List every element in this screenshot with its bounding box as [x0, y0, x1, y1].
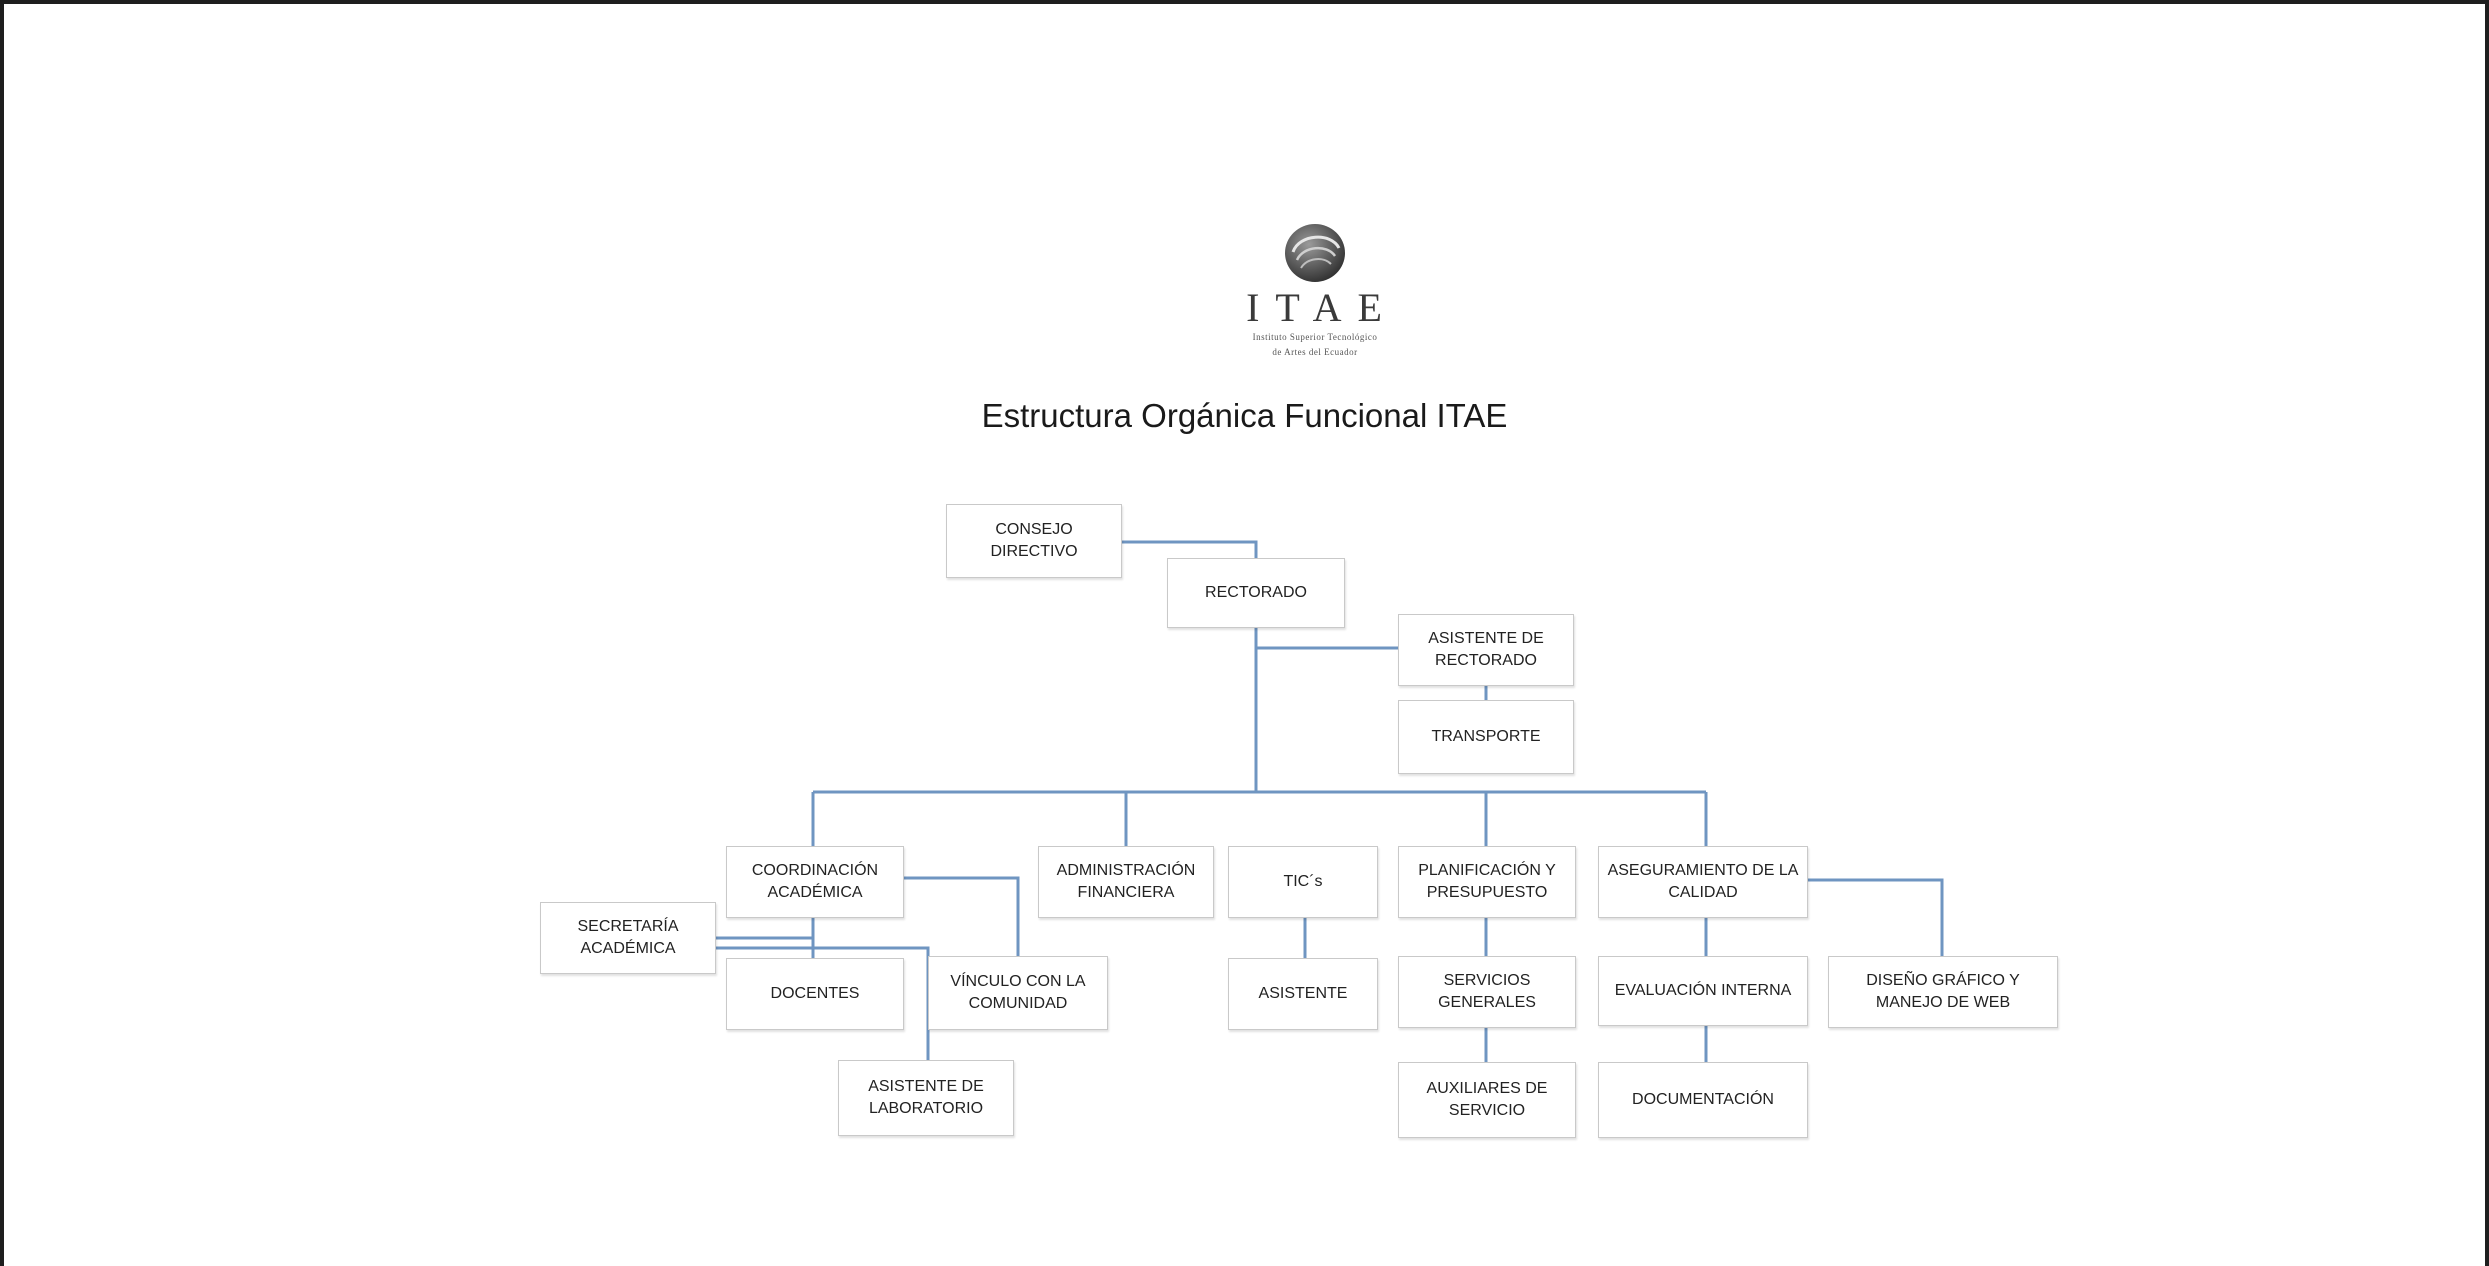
box-label: VÍNCULO CON LA COMUNIDAD	[950, 973, 1086, 1012]
connector-consejo-rectorado	[1122, 540, 1258, 558]
box-tics: TIC´s	[1228, 846, 1378, 918]
connector-aseguramiento-diseno	[1808, 878, 1944, 956]
box-asistente-rectorado: ASISTENTE DE RECTORADO	[1398, 614, 1574, 686]
box-label: SERVICIOS GENERALES	[1438, 972, 1536, 1011]
box-coordinacion-academica: COORDINACIÓN ACADÉMICA	[726, 846, 904, 918]
box-label: DISEÑO GRÁFICO Y MANEJO DE WEB	[1866, 972, 2020, 1011]
box-label: RECTORADO	[1205, 584, 1307, 601]
box-label: ASISTENTE DE LABORATORIO	[868, 1078, 984, 1117]
box-rectorado: RECTORADO	[1167, 558, 1345, 628]
box-consejo-directivo: CONSEJO DIRECTIVO	[946, 504, 1122, 578]
box-diseno-grafico-web: DISEÑO GRÁFICO Y MANEJO DE WEB	[1828, 956, 2058, 1028]
logo-emblem-icon	[1285, 224, 1345, 282]
box-transporte: TRANSPORTE	[1398, 700, 1574, 774]
connector-coordinacion-vinculo	[904, 876, 1020, 956]
box-label: TIC´s	[1283, 873, 1323, 890]
itae-logo: ITAE Instituto Superior Tecnológico de A…	[1195, 222, 1435, 370]
box-label: PLANIFICACIÓN Y PRESUPUESTO	[1418, 862, 1556, 901]
box-evaluacion-interna: EVALUACIÓN INTERNA	[1598, 956, 1808, 1026]
box-asistente-laboratorio: ASISTENTE DE LABORATORIO	[838, 1060, 1014, 1136]
box-label: ASISTENTE DE RECTORADO	[1428, 630, 1544, 669]
box-secretaria-academica: SECRETARÍA ACADÉMICA	[540, 902, 716, 974]
box-aseguramiento-calidad: ASEGURAMIENTO DE LA CALIDAD	[1598, 846, 1808, 918]
logo-subtitle-2: de Artes del Ecuador	[1272, 347, 1358, 357]
box-label: TRANSPORTE	[1431, 728, 1541, 745]
box-label: EVALUACIÓN INTERNA	[1614, 982, 1792, 999]
box-label: COORDINACIÓN ACADÉMICA	[751, 862, 879, 901]
box-label: SECRETARÍA ACADÉMICA	[577, 918, 679, 957]
box-administracion-financiera: ADMINISTRACIÓN FINANCIERA	[1038, 846, 1214, 918]
box-label: ASEGURAMIENTO DE LA CALIDAD	[1607, 862, 1799, 901]
box-auxiliares-servicio: AUXILIARES DE SERVICIO	[1398, 1062, 1576, 1138]
box-label: ASISTENTE	[1258, 985, 1348, 1002]
box-label: CONSEJO DIRECTIVO	[990, 521, 1078, 560]
box-planificacion-presupuesto: PLANIFICACIÓN Y PRESUPUESTO	[1398, 846, 1576, 918]
box-label: ADMINISTRACIÓN FINANCIERA	[1056, 862, 1196, 901]
box-label: DOCENTES	[770, 985, 860, 1002]
logo-name: ITAE	[1246, 285, 1398, 330]
box-vinculo-comunidad: VÍNCULO CON LA COMUNIDAD	[928, 956, 1108, 1030]
box-label: DOCUMENTACIÓN	[1632, 1091, 1774, 1108]
box-label: AUXILIARES DE SERVICIO	[1426, 1080, 1548, 1119]
page-title: Estructura Orgánica Funcional ITAE	[981, 397, 1508, 434]
box-documentacion: DOCUMENTACIÓN	[1598, 1062, 1808, 1138]
box-docentes: DOCENTES	[726, 958, 904, 1030]
box-asistente: ASISTENTE	[1228, 958, 1378, 1030]
box-servicios-generales: SERVICIOS GENERALES	[1398, 956, 1576, 1028]
logo-subtitle-1: Instituto Superior Tecnológico	[1252, 332, 1378, 342]
